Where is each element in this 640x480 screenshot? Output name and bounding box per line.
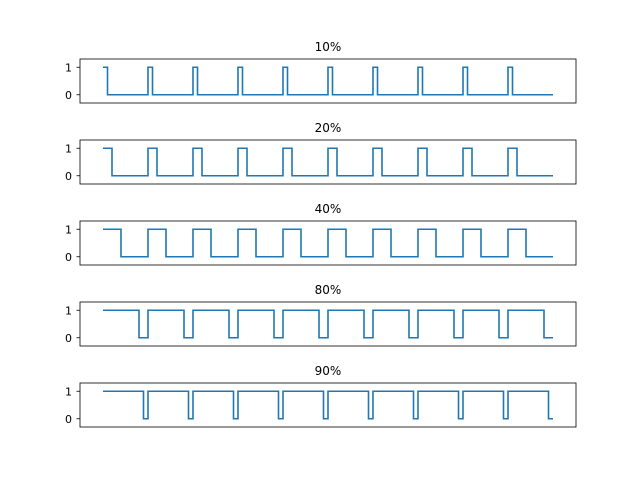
- y-tick-label: 0: [65, 251, 72, 264]
- y-tick-label: 1: [65, 385, 72, 398]
- y-tick-label: 1: [65, 142, 72, 155]
- subplot-1: 10% 1 0: [65, 40, 577, 104]
- subplot-title: 10%: [315, 40, 342, 54]
- subplot-title: 80%: [315, 283, 342, 297]
- axes-frame: [79, 301, 577, 347]
- axes-frame: [79, 58, 577, 104]
- axes-frame: [79, 139, 577, 185]
- duty-cycle-trace: [103, 147, 553, 177]
- y-tick-label: 0: [65, 413, 72, 426]
- duty-cycle-trace: [103, 390, 553, 420]
- y-tick-label: 1: [65, 304, 72, 317]
- y-tick-label: 0: [65, 170, 72, 183]
- y-tick-label: 1: [65, 223, 72, 236]
- axes-frame: [79, 220, 577, 266]
- y-tick-label: 0: [65, 89, 72, 102]
- duty-cycle-trace: [103, 228, 553, 258]
- subplot-title: 90%: [315, 364, 342, 378]
- subplot-5: 90% 1 0: [65, 364, 577, 428]
- subplot-title: 40%: [315, 202, 342, 216]
- subplot-3: 40% 1 0: [65, 202, 577, 266]
- y-tick-label: 1: [65, 61, 72, 74]
- duty-cycle-trace: [103, 66, 553, 96]
- duty-cycle-trace: [103, 309, 553, 339]
- axes-frame: [79, 382, 577, 428]
- y-tick-label: 0: [65, 332, 72, 345]
- subplot-2: 20% 1 0: [65, 121, 577, 185]
- subplot-title: 20%: [315, 121, 342, 135]
- subplot-4: 80% 1 0: [65, 283, 577, 347]
